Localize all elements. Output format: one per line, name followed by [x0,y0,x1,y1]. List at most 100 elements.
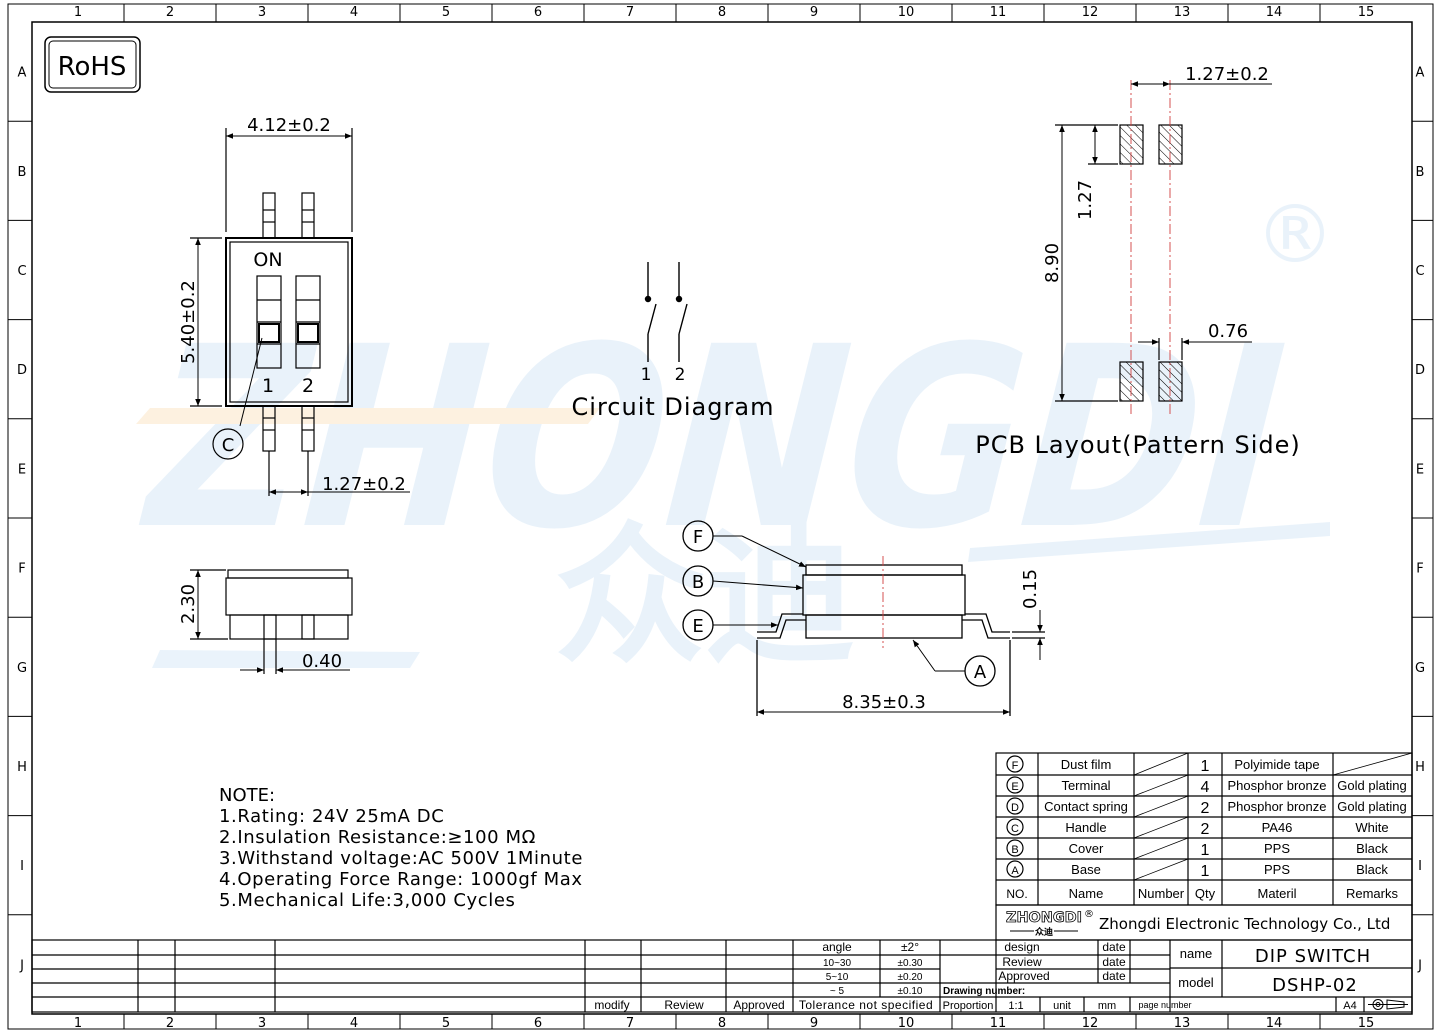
zone-column-label: 11 [990,1016,1007,1031]
title-design: design [1004,940,1039,954]
top-view-width-dim: 4.12±0.2 [247,115,331,136]
zone-row-label: C [1415,264,1424,279]
zone-column-label: 12 [1082,5,1099,20]
company-logo: ZHONGDI [1006,910,1082,926]
zone-row-label: H [17,760,27,775]
callout-f: F [693,527,703,548]
bom-no: F [1012,760,1019,772]
pcb-pad-pitch-dim: 1.27 [1075,180,1096,220]
zone-row-label: D [1415,363,1425,378]
top-view-on-label: ON [253,249,282,271]
bom-header-number: Number [1138,886,1185,901]
notes: NOTE: 1.Rating: 24V 25mA DC 2.Insulation… [219,785,583,911]
title-angle: angle [822,940,852,954]
note-line: 2.Insulation Resistance:≥100 MΩ [219,827,536,848]
front-view-thickness-dim: 0.15 [1020,569,1041,609]
zone-column-label: 15 [1358,1016,1375,1031]
zone-column-label: 11 [990,5,1007,20]
zone-labels: 1122334455667788991010111112121313141415… [17,5,1425,1031]
title-name-label: name [1180,946,1213,961]
pcb-pad-width-dim: 0.76 [1208,321,1248,342]
circuit-pin-2: 2 [675,365,686,385]
bom-qty: 1 [1201,842,1210,859]
zone-row-label: E [1416,462,1424,477]
zone-column-label: 1 [74,5,82,20]
callout-c: C [222,435,235,456]
title-approved: Approved [733,998,784,1012]
title-date: date [1102,940,1126,954]
front-view [682,520,1045,716]
bom-header-remarks: Remarks [1346,886,1399,901]
bom-no: C [1011,823,1019,835]
zone-column-label: 13 [1174,5,1191,20]
title-date: date [1102,969,1126,983]
zone-column-label: 13 [1174,1016,1191,1031]
callout-e: E [692,616,703,637]
company-row: ZHONGDI 众迪 ® Zhongdi Electronic Technolo… [995,904,1413,941]
circuit-title: Circuit Diagram [572,393,775,421]
zone-column-label: 9 [810,1016,818,1031]
bom-name: Terminal [1061,778,1110,793]
bom-material: Phosphor bronze [1227,778,1326,793]
bom-remarks: Gold plating [1337,778,1406,793]
zone-column-label: 6 [534,1016,542,1031]
note-line: 4.Operating Force Range: 1000gf Max [219,869,583,890]
top-view-pin-2: 2 [302,375,314,397]
bom-material: PA46 [1262,820,1293,835]
zone-column-label: 10 [898,5,915,20]
bom-qty: 1 [1201,758,1210,775]
bom-remarks: White [1355,820,1388,835]
tol-range: 10~30 [823,958,852,969]
tol-range: 5~10 [826,972,849,983]
zone-row-label: I [1418,859,1422,874]
zone-column-label: 2 [166,1016,174,1031]
title-model-label: model [1178,975,1214,990]
pcb-total-dim: 8.90 [1042,243,1063,283]
front-view-length-dim: 8.35±0.3 [842,692,926,713]
side-view-height-dim: 2.30 [178,584,199,624]
zone-column-label: 7 [626,1016,634,1031]
pcb-pitch-dim: 1.27±0.2 [1185,64,1269,85]
zone-column-label: 14 [1266,5,1283,20]
title-unit-value: mm [1098,1000,1116,1012]
zone-row-label: A [1416,66,1425,81]
zone-column-label: 2 [166,5,174,20]
zone-column-label: 3 [258,1016,266,1031]
title-sheet: A4 [1343,1000,1356,1012]
projection-symbol-icon [1368,999,1408,1010]
zone-row-label: J [19,958,24,973]
title-tolerance-label: Tolerance not specified [799,998,933,1012]
title-block: modify Review Approved Tolerance not spe… [31,939,1413,1013]
tol-value: ±0.20 [898,972,923,983]
zone-row-label: G [17,661,27,676]
bom-no: D [1011,802,1019,814]
bom-remarks: Black [1356,862,1388,877]
bom-remarks: Gold plating [1337,799,1406,814]
zone-column-label: 15 [1358,5,1375,20]
zone-row-label: H [1415,760,1425,775]
title-review: Review [664,998,704,1012]
callout-b: B [692,572,704,593]
tol-value: ±0.10 [898,986,923,997]
zone-column-label: 6 [534,5,542,20]
title-angle-tol: ±2° [901,940,919,954]
bom-no: A [1011,865,1019,877]
bom-header-name: Name [1069,886,1104,901]
bom-material: Phosphor bronze [1227,799,1326,814]
tol-range: ~ 5 [830,986,845,997]
zone-column-label: 14 [1266,1016,1283,1031]
bom-header-material: Materil [1257,886,1296,901]
bom-material: Polyimide tape [1234,757,1319,772]
company-name: Zhongdi Electronic Technology Co., Ltd [1099,915,1390,933]
title-name-value: DIP SWITCH [1255,946,1371,967]
callout-a: A [974,662,987,683]
zone-row-label: B [18,165,27,180]
note-line: 3.Withstand voltage:AC 500V 1Minute [219,848,583,869]
top-view-height-dim: 5.40±0.2 [178,280,199,364]
title-model-value: DSHP-02 [1272,975,1358,996]
zone-column-label: 12 [1082,1016,1099,1031]
bom-name: Base [1071,862,1101,877]
zone-column-label: 4 [350,1016,358,1031]
